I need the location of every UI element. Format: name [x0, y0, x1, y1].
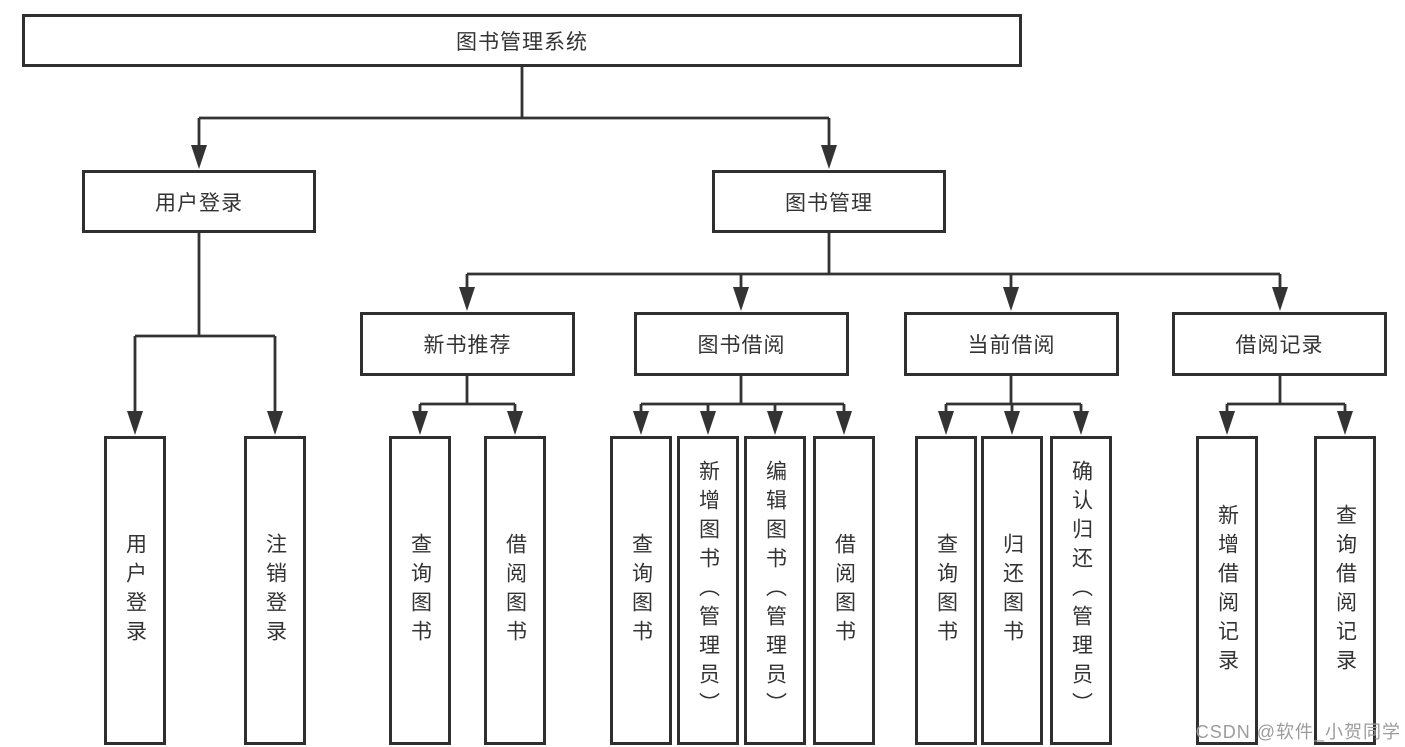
leaf-label: 归还图书 — [1000, 532, 1024, 649]
node-library-management-system: 图书管理系统 — [22, 14, 1022, 67]
connector-book-borrowing — [633, 376, 852, 435]
leaf-label: 查询图书 — [629, 532, 653, 649]
leaf-label: 借阅图书 — [503, 532, 527, 649]
leaf-query-borrow-record: 查询借阅记录 — [1314, 436, 1376, 745]
leaf-borrow-books-borrowing: 借阅图书 — [813, 436, 875, 745]
node-label: 借阅记录 — [1235, 334, 1324, 357]
node-label: 图书管理 — [785, 191, 873, 215]
leaf-borrow-books-recommend: 借阅图书 — [484, 436, 546, 745]
node-label: 新书推荐 — [423, 334, 512, 357]
leaf-label: 新增图书（管理员） — [696, 460, 720, 721]
node-borrowing-records: 借阅记录 — [1172, 312, 1387, 376]
connector-root — [191, 67, 837, 169]
leaf-user-login: 用户登录 — [104, 436, 166, 745]
connector-new-book-recommendation — [412, 376, 523, 435]
node-label: 图书管理系统 — [456, 30, 588, 54]
node-book-borrowing: 图书借阅 — [634, 312, 849, 376]
leaf-label: 编辑图书（管理员） — [763, 460, 787, 721]
leaf-confirm-return-admin: 确认归还（管理员） — [1050, 436, 1112, 745]
leaf-return-books: 归还图书 — [981, 436, 1043, 745]
connector-current-borrowing — [938, 376, 1089, 435]
leaf-label: 注销登录 — [263, 532, 287, 649]
leaf-add-borrow-record: 新增借阅记录 — [1196, 436, 1258, 745]
leaf-query-books-borrowing: 查询图书 — [610, 436, 672, 745]
node-label: 用户登录 — [155, 191, 243, 215]
node-current-borrowing: 当前借阅 — [904, 312, 1119, 376]
node-label: 图书借阅 — [697, 334, 786, 357]
leaf-logout: 注销登录 — [244, 436, 306, 745]
watermark: CSDN @软件_小贺同学 — [1195, 722, 1401, 742]
connector-borrowing-records — [1219, 376, 1353, 435]
node-book-management: 图书管理 — [712, 170, 946, 233]
connector-book-management — [459, 233, 1288, 311]
leaf-label: 查询图书 — [408, 532, 432, 649]
leaf-label: 确认归还（管理员） — [1069, 460, 1093, 721]
node-label: 当前借阅 — [967, 334, 1056, 357]
connector-user-login — [127, 233, 283, 435]
leaf-edit-book-admin: 编辑图书（管理员） — [744, 436, 806, 745]
node-new-book-recommendation: 新书推荐 — [360, 312, 575, 376]
node-user-login: 用户登录 — [82, 170, 316, 233]
leaf-query-books-recommend: 查询图书 — [389, 436, 451, 745]
leaf-label: 用户登录 — [123, 532, 147, 649]
leaf-label: 查询图书 — [934, 532, 958, 649]
leaf-label: 借阅图书 — [832, 532, 856, 649]
leaf-query-books-current: 查询图书 — [915, 436, 977, 745]
leaf-label: 查询借阅记录 — [1333, 503, 1357, 678]
leaf-label: 新增借阅记录 — [1215, 503, 1239, 678]
leaf-add-book-admin: 新增图书（管理员） — [677, 436, 739, 745]
